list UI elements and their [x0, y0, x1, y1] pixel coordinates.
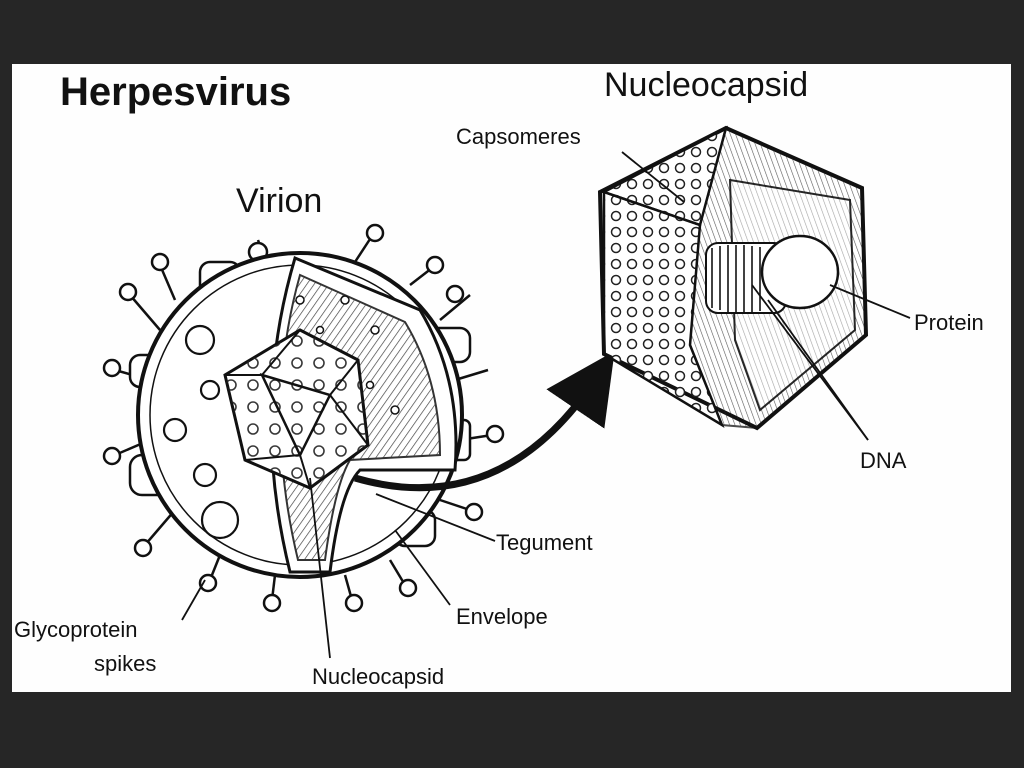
protein-core [760, 234, 840, 310]
nucleocapsid-label: Nucleocapsid [312, 664, 445, 689]
glycoprotein-label-line2: spikes [94, 651, 157, 676]
nucleocapsid-detail [597, 125, 911, 441]
virion-heading: Virion [236, 182, 323, 220]
glycoprotein-label-line1: Glycoprotein [14, 617, 138, 642]
virion-leader-lines [181, 477, 496, 659]
envelope-label: Envelope [456, 604, 548, 629]
capsomeres-label: Capsomeres [456, 124, 581, 149]
surface-spots [162, 324, 240, 540]
tegument-label: Tegument [496, 530, 593, 555]
arrow [354, 351, 615, 492]
dna-label: DNA [860, 448, 907, 473]
page-title: Herpesvirus [60, 70, 292, 114]
nucleocapsid-heading: Nucleocapsid [604, 66, 809, 104]
virion-nucleocapsid [223, 328, 370, 490]
virion-group [102, 223, 505, 613]
protein-label: Protein [914, 310, 984, 335]
